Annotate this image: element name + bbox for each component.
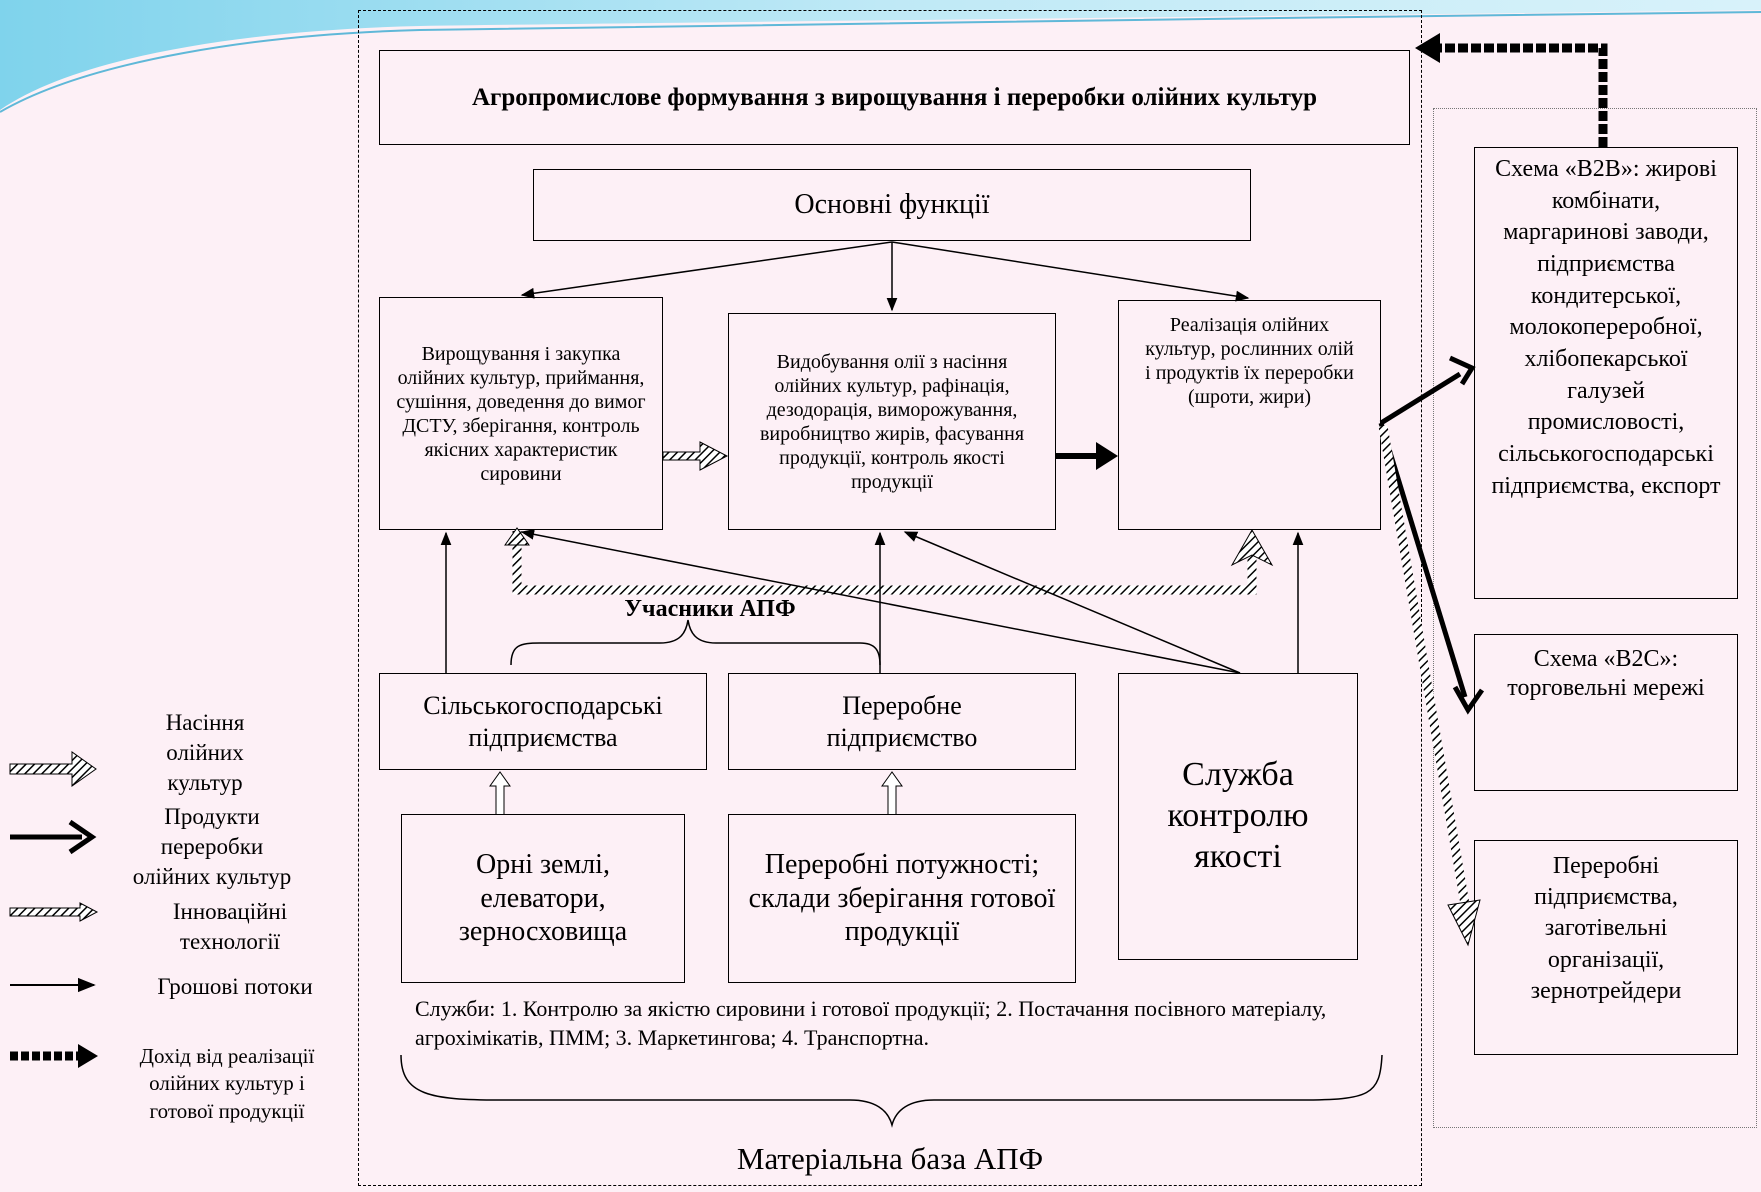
material-base-label: Матеріальна база АПФ xyxy=(736,1141,1044,1176)
asset-arrow-capacity xyxy=(881,771,903,814)
arrow-income-head xyxy=(1415,33,1440,63)
legend-label-seeds: Насіння олійних культур xyxy=(165,710,245,795)
services-brace xyxy=(400,1054,1383,1128)
legend-arrow-seeds xyxy=(9,751,97,787)
apf-frame xyxy=(358,10,1422,1186)
innovation-bracket xyxy=(512,531,1257,595)
market-frame xyxy=(1433,108,1757,1128)
arrow-to-processors xyxy=(1378,425,1471,911)
outlet-box-b2b: Схема «В2В»: жирові комбінати, маргарино… xyxy=(1474,147,1738,599)
participants-brace xyxy=(510,619,881,666)
legend-arrow-innovation xyxy=(9,902,99,922)
asset-capacity: Переробні потужності; склади зберігання … xyxy=(748,849,1056,948)
participant-box-agri: Сільськогосподарські підприємства xyxy=(379,673,707,770)
quality-service: Служба контролю якості xyxy=(1167,756,1309,875)
arrow-income-return xyxy=(1435,43,1608,147)
legend-label-products: Продукти переробки олійних культур xyxy=(132,804,292,889)
legend-arrow-income-head xyxy=(78,1044,98,1068)
functions-header-box: Основні функції xyxy=(533,169,1251,241)
asset-box-capacity: Переробні потужності; склади зберігання … xyxy=(728,814,1076,983)
legend-label-innovation: Інноваційні технології xyxy=(172,899,288,954)
arrow-to-b2c-head xyxy=(1452,685,1485,715)
asset-box-land: Орні землі, елеватори, зерносховища xyxy=(401,814,685,983)
participant-box-processing: Переробне підприємство xyxy=(728,673,1076,770)
outlet-b2b: Схема «В2В»: жирові комбінати, маргарино… xyxy=(1491,156,1721,499)
legend-arrow-products-head xyxy=(68,819,97,855)
services-note: Служби: 1. Контролю за якістю сировини і… xyxy=(415,996,1327,1050)
legend-label-income: Дохід від реалізації олійних культур і г… xyxy=(139,1044,315,1123)
function-box-extraction: Видобування олії з насіння олійних культ… xyxy=(728,313,1056,530)
diagram-title: Агропромислове формування з вирощування … xyxy=(472,83,1317,111)
innovation-bracket-head-right xyxy=(1230,528,1274,567)
legend-label-money: Грошові потоки xyxy=(157,974,313,999)
arrow-header-sales xyxy=(891,241,1250,302)
arrow-quality-cultivation xyxy=(520,529,1241,674)
title-box: Агропромислове формування з вирощування … xyxy=(379,50,1410,145)
function-box-sales: Реалізація олійних культур, рослинних ол… xyxy=(1118,300,1381,530)
arrow-to-b2b-head xyxy=(1448,355,1476,386)
arrow-to-b2c xyxy=(1378,422,1468,698)
outlet-box-b2c: Схема «В2С»: торговельні мережі xyxy=(1474,634,1738,791)
innovation-bracket-head-left xyxy=(504,527,530,546)
outlet-b2c: Схема «В2С»: торговельні мережі xyxy=(1507,646,1705,701)
arrow-quality-extraction xyxy=(903,531,1241,674)
quality-service-box: Служба контролю якості xyxy=(1118,673,1358,960)
arrow-products-head xyxy=(1096,442,1118,470)
function-sales: Реалізація олійних культур, рослинних ол… xyxy=(1145,314,1354,408)
participant-agri: Сільськогосподарські підприємства xyxy=(423,691,663,752)
asset-land: Орні землі, елеватори, зерносховища xyxy=(458,849,628,948)
participants-label: Учасники АПФ xyxy=(624,596,796,622)
arrow-to-processors-head xyxy=(1447,899,1481,947)
outlet-box-processors: Переробні підприємства, заготівельні орг… xyxy=(1474,840,1738,1055)
function-extraction: Видобування олії з насіння олійних культ… xyxy=(759,350,1025,493)
participant-processing: Переробне підприємство xyxy=(826,691,978,752)
outlet-processors: Переробні підприємства, заготівельні орг… xyxy=(1530,853,1682,1004)
arrow-to-b2b xyxy=(1379,371,1462,426)
arrow-header-cultivation xyxy=(520,241,893,299)
arrow-seeds-flow xyxy=(662,441,729,471)
functions-header: Основні функції xyxy=(794,189,990,221)
asset-arrow-land xyxy=(489,771,511,814)
function-cultivation: Вирощування і закупка олійних культур, п… xyxy=(396,342,646,485)
